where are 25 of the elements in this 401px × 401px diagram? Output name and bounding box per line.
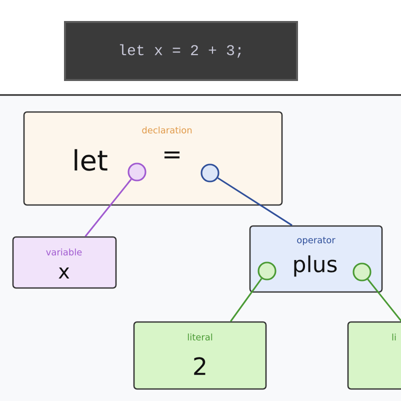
type-label: declaration: [142, 126, 192, 134]
value-text: 2: [194, 357, 206, 375]
syntax-node-box: [12, 236, 117, 289]
connector-circle: [128, 162, 146, 182]
connector-line: [84, 178, 132, 237]
value-text: plus: [294, 255, 337, 277]
connector-circle: [258, 262, 276, 280]
type-label: operator: [297, 236, 336, 246]
connector-line: [217, 177, 292, 226]
syntax-node-box: [23, 111, 283, 206]
type-label: literal: [188, 334, 212, 340]
type-label: variable: [46, 248, 82, 256]
keyword-text: let: [74, 149, 108, 171]
connector-line: [367, 278, 401, 322]
code-box: [64, 21, 298, 81]
connector-circle: [200, 164, 220, 182]
type-label: li: [392, 334, 396, 340]
connector-line: [230, 278, 262, 322]
syntax-node-box: [347, 321, 401, 390]
value-text: x: [58, 268, 70, 278]
syntax-node-box: [249, 225, 383, 293]
connector-circle: [352, 262, 372, 282]
code-text: let x = 2 + 3;: [120, 44, 241, 58]
syntax-node-box: [133, 321, 267, 390]
operator-symbol: =: [164, 152, 180, 158]
